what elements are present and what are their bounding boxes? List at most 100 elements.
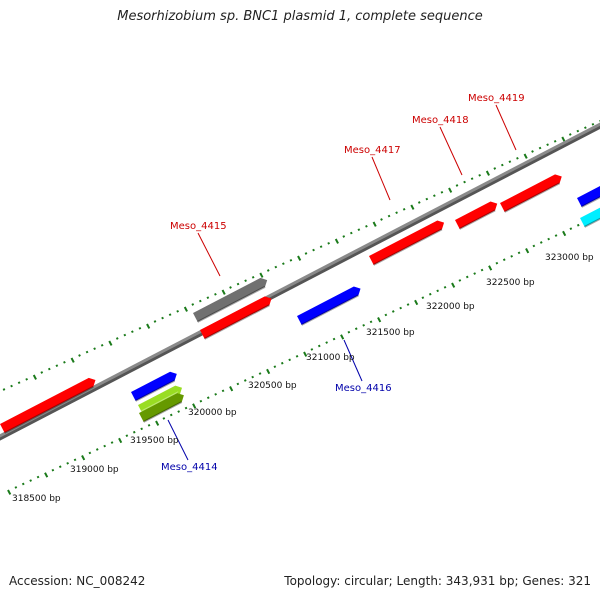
inner-minor-tick [443, 285, 447, 289]
outer-minor-tick [584, 126, 587, 130]
outer-minor-tick [576, 129, 580, 133]
gene-body [500, 174, 562, 212]
inner-minor-tick [517, 251, 521, 255]
gene-feature-3 [200, 294, 272, 340]
inner-minor-tick [332, 337, 336, 341]
outer-minor-tick [123, 333, 127, 337]
gene-shade [301, 294, 359, 326]
gene-highlight [138, 383, 177, 405]
scale-label: 318500 bp [12, 494, 61, 504]
inner-minor-tick [258, 372, 262, 375]
inner-minor-tick [14, 486, 18, 489]
inner-minor-tick [495, 261, 499, 265]
outer-major-tick [448, 187, 453, 193]
outer-minor-tick [463, 180, 466, 184]
label-leader [495, 104, 517, 151]
inner-minor-tick [169, 413, 173, 417]
outer-minor-tick [531, 150, 534, 153]
inner-minor-tick [273, 365, 277, 369]
inner-minor-tick [502, 258, 506, 262]
outer-major-tick [259, 272, 264, 278]
inner-minor-tick [125, 434, 129, 438]
gene-highlight [297, 284, 356, 316]
scale-label: 322500 bp [486, 278, 535, 288]
outer-minor-tick [500, 163, 504, 167]
gene-highlight [0, 375, 90, 424]
outer-minor-tick [206, 296, 210, 300]
inner-minor-tick [354, 327, 358, 331]
outer-minor-tick [153, 320, 157, 323]
inner-major-tick [118, 437, 123, 444]
inner-minor-tick [391, 310, 395, 313]
backbone-line [0, 122, 600, 438]
outer-major-tick [372, 221, 377, 227]
inner-minor-tick [243, 379, 247, 382]
outer-minor-tick [191, 303, 195, 306]
label-leader [371, 156, 391, 201]
inner-minor-tick [221, 389, 225, 393]
gene-body [138, 385, 183, 414]
outer-minor-tick [63, 360, 66, 364]
outer-major-tick [146, 323, 151, 329]
outer-minor-tick [304, 252, 308, 255]
outer-minor-tick [168, 313, 172, 317]
gene-highlight [139, 391, 179, 413]
gene-shade [135, 379, 176, 402]
outer-minor-tick [229, 286, 232, 289]
outer-minor-tick [274, 265, 278, 269]
outer-major-tick [334, 238, 339, 244]
gene-feature-1 [0, 375, 96, 434]
outer-minor-tick [516, 156, 519, 160]
outer-minor-tick [591, 122, 595, 126]
outer-minor-tick [365, 224, 368, 228]
inner-major-tick [488, 265, 493, 271]
inner-minor-tick [347, 330, 351, 334]
gene-feature-12 [580, 206, 600, 228]
inner-minor-tick [310, 348, 314, 351]
gene-shade [459, 209, 496, 230]
inner-major-tick [562, 230, 567, 237]
gene-features [0, 172, 600, 434]
outer-minor-tick [244, 279, 247, 283]
outer-major-tick [32, 374, 37, 380]
gene-label: Meso_4414 [161, 462, 218, 473]
inner-minor-tick [532, 244, 536, 248]
gene-shade [4, 385, 94, 434]
inner-minor-tick [214, 392, 218, 396]
scale-label: 322000 bp [426, 302, 475, 312]
gene-body [139, 393, 184, 422]
inner-minor-tick [539, 241, 543, 244]
inner-minor-tick [480, 268, 484, 272]
gene-feature-4 [369, 218, 445, 266]
outer-major-tick [70, 357, 75, 363]
inner-minor-tick [21, 482, 25, 486]
gene-label: Meso_4419 [468, 93, 525, 104]
gene-highlight [580, 206, 600, 218]
gene-label: Meso_4417 [344, 145, 401, 156]
outer-minor-tick [100, 343, 104, 347]
gene-feature-11 [131, 369, 177, 402]
inner-minor-tick [362, 323, 366, 327]
gene-highlight [200, 294, 266, 330]
outer-major-tick [561, 136, 566, 142]
label-leader [167, 419, 189, 461]
outer-minor-tick [10, 384, 13, 388]
inner-minor-tick [162, 417, 166, 420]
gene-highlight [131, 369, 172, 392]
inner-minor-tick [95, 448, 99, 451]
inner-minor-tick [473, 272, 477, 275]
outer-minor-tick [289, 258, 293, 262]
outer-minor-tick [357, 228, 361, 232]
inner-minor-tick [103, 444, 107, 448]
label-leader [197, 232, 221, 277]
outer-minor-tick [78, 354, 81, 357]
inner-minor-tick [280, 361, 284, 365]
inner-major-tick [303, 351, 308, 357]
outer-minor-tick [342, 235, 346, 238]
outer-major-tick [183, 306, 188, 312]
gene-shade [581, 196, 600, 208]
gene-body [455, 201, 498, 229]
inner-minor-tick [29, 479, 33, 482]
gene-body [193, 277, 268, 322]
outer-major-tick [523, 153, 528, 159]
